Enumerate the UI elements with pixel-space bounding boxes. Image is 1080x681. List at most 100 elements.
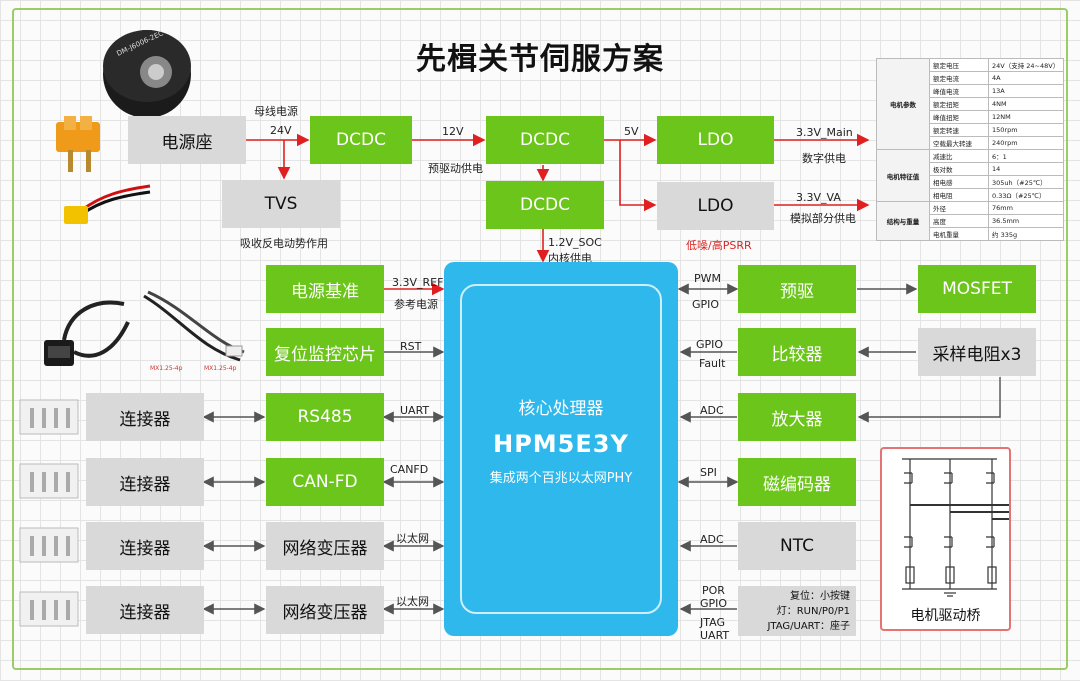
param-value: 6：1 bbox=[988, 149, 1064, 163]
ldo-block-va: LDO bbox=[657, 182, 774, 230]
bridge-label: 电机驱动桥 bbox=[910, 608, 981, 624]
mosfet-block: MOSFET bbox=[918, 265, 1036, 313]
jtag-signal-label: JTAG bbox=[700, 616, 725, 629]
label-5v: 5V bbox=[624, 125, 639, 138]
ldo-block-main: LDO bbox=[657, 116, 774, 164]
motor-image: DM-J6006-2EC bbox=[103, 29, 191, 118]
adc-signal-label-1: ADC bbox=[700, 404, 724, 417]
ref-note-label: 参考电源 bbox=[394, 298, 438, 311]
param-key: 极对数 bbox=[929, 162, 989, 176]
rj45-cable-image bbox=[44, 300, 130, 366]
amplifier-block: 放大器 bbox=[738, 393, 856, 441]
power-connector-image bbox=[56, 116, 100, 172]
label-12v: 12V bbox=[442, 125, 464, 138]
param-key: 电机重量 bbox=[929, 227, 989, 241]
magnetic-encoder-block: 磁编码器 bbox=[738, 458, 856, 506]
param-key: 相电感 bbox=[929, 175, 989, 189]
wire-5v-ldo2 bbox=[619, 140, 657, 212]
label-3v3-va: 3.3V_VA bbox=[796, 191, 841, 204]
analog-supply-label: 模拟部分供电 bbox=[790, 212, 856, 225]
pwm-signal-label: PWM bbox=[694, 272, 722, 285]
label-24v: 24V bbox=[270, 124, 292, 137]
param-value: 约 335g bbox=[988, 227, 1064, 241]
dcdc-block-3: DCDC bbox=[486, 181, 604, 229]
uart-signal-label-2: UART bbox=[700, 629, 730, 642]
fault-signal-label: Fault bbox=[699, 357, 726, 370]
connector-image-1 bbox=[19, 399, 79, 435]
rst-signal-label: RST bbox=[400, 340, 422, 353]
digital-supply-label: 数字供电 bbox=[802, 152, 846, 165]
core-processor-inner-frame bbox=[460, 284, 662, 614]
rs485-block: RS485 bbox=[266, 393, 384, 441]
gpio-signal-label-1: GPIO bbox=[692, 298, 720, 311]
param-key: 空载最大转速 bbox=[929, 136, 989, 150]
param-value: 13A bbox=[988, 84, 1064, 98]
misc-note-led: 灯：RUN/P0/P1 bbox=[776, 605, 850, 617]
gpio-signal-label-3: GPIO bbox=[700, 597, 728, 610]
comparator-block: 比较器 bbox=[738, 328, 856, 376]
connector-block-3: 连接器 bbox=[86, 522, 204, 570]
cable-label-2: MX1.25-4p bbox=[204, 365, 237, 372]
ethernet-signal-label-1: 以太网 bbox=[396, 532, 429, 545]
network-transformer-block-1: 网络变压器 bbox=[266, 522, 384, 570]
dcdc-block-1: DCDC bbox=[310, 116, 412, 164]
connector-block-1: 连接器 bbox=[86, 393, 204, 441]
connector-block-4: 连接器 bbox=[86, 586, 204, 634]
diagram-frame bbox=[12, 8, 1068, 670]
label-3v3-main: 3.3V_Main bbox=[796, 126, 853, 139]
param-value: 4NM bbox=[988, 97, 1064, 111]
param-key: 相电阻 bbox=[929, 188, 989, 202]
param-value: 150rpm bbox=[988, 123, 1064, 137]
param-key: 峰值电流 bbox=[929, 84, 989, 98]
cable-label-1: MX1.25-4p bbox=[150, 365, 183, 372]
param-value: 305uh（#25℃） bbox=[988, 175, 1064, 189]
param-value: 36.5mm bbox=[988, 214, 1064, 228]
param-value: 4A bbox=[988, 71, 1064, 85]
param-value: 76mm bbox=[988, 201, 1064, 215]
power-cable-image bbox=[64, 184, 151, 224]
connector-image-3 bbox=[19, 527, 79, 563]
tvs-block: TVS bbox=[222, 180, 340, 228]
param-key: 额定电流 bbox=[929, 71, 989, 85]
param-value: 14 bbox=[988, 162, 1064, 176]
param-key: 额定扭矩 bbox=[929, 97, 989, 111]
power-seat-block: 电源座 bbox=[128, 116, 246, 164]
mx-cable-image: MX1.25-4p MX1.25-4p bbox=[143, 290, 245, 372]
misc-notes-block: 复位：小按键 灯：RUN/P0/P1 JTAG/UART：座子 bbox=[738, 586, 856, 636]
canfd-block: CAN-FD bbox=[266, 458, 384, 506]
param-key: 高度 bbox=[929, 214, 989, 228]
param-group: 电机特征值 bbox=[876, 149, 930, 202]
param-group: 电机参数 bbox=[876, 58, 930, 150]
label-1v2-soc: 1.2V_SOC bbox=[548, 236, 602, 249]
page-title: 先楫关节伺服方案 bbox=[416, 42, 664, 77]
connector-image-4 bbox=[19, 591, 79, 627]
param-key: 外径 bbox=[929, 201, 989, 215]
canfd-signal-label: CANFD bbox=[390, 463, 429, 476]
param-row: 电机重量约 335g bbox=[877, 227, 1064, 241]
tvs-note-label: 吸收反电动势作用 bbox=[240, 237, 328, 250]
ethernet-signal-label-2: 以太网 bbox=[396, 595, 429, 608]
voltage-reference-block: 电源基准 bbox=[266, 265, 384, 313]
misc-note-jtag: JTAG/UART：座子 bbox=[767, 620, 850, 632]
param-value: 0.33Ω（#25℃） bbox=[988, 188, 1064, 202]
connector-image-2 bbox=[19, 463, 79, 499]
uart-signal-label: UART bbox=[400, 404, 430, 417]
por-signal-label: POR bbox=[702, 584, 725, 597]
connector-block-2: 连接器 bbox=[86, 458, 204, 506]
adc-signal-label-2: ADC bbox=[700, 533, 724, 546]
bus-power-label: 母线电源 bbox=[254, 105, 298, 118]
low-noise-label: 低噪/高PSRR bbox=[686, 239, 752, 252]
bridge-schematic bbox=[902, 458, 1009, 597]
pre-driver-block: 预驱 bbox=[738, 265, 856, 313]
param-value: 12NM bbox=[988, 110, 1064, 124]
